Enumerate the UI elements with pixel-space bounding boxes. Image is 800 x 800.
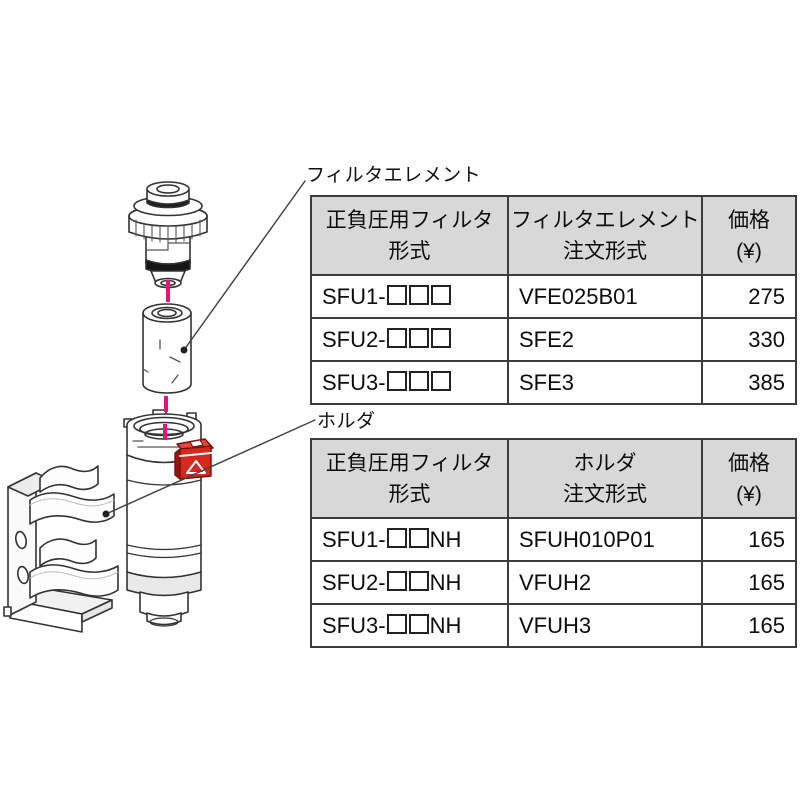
col-header-price: 価格 (¥) — [701, 438, 797, 519]
order-code-cell: SFUH010P01 — [507, 517, 703, 562]
model-placeholder-box — [430, 370, 451, 391]
model-cell: SFU1-NH — [310, 517, 509, 562]
mounting-clip-drawing — [3, 465, 119, 633]
order-code-cell: VFUH2 — [507, 560, 703, 605]
table-header-row: 正負圧用フィルタ 形式 ホルダ 注文形式 価格 (¥) — [310, 438, 797, 519]
price-cell: 165 — [701, 517, 797, 562]
col-header-filter-model: 正負圧用フィルタ 形式 — [310, 195, 509, 276]
table-row: SFU2-NH VFUH2 165 — [310, 560, 797, 605]
table-row: SFU1-NH SFUH010P01 165 — [310, 517, 797, 562]
model-placeholder-box — [408, 370, 429, 391]
col-header-order-code: フィルタエレメント 注文形式 — [507, 195, 703, 276]
model-placeholder-box — [386, 570, 407, 591]
price-cell: 165 — [701, 603, 797, 648]
model-placeholder-box — [408, 284, 429, 305]
filter-element-drawing — [142, 303, 192, 394]
model-placeholder-box — [386, 613, 407, 634]
model-placeholder-box — [386, 327, 407, 348]
filter-element-leader-line — [180, 180, 306, 354]
model-cell: SFU2- — [310, 317, 509, 362]
price-cell: 275 — [701, 274, 797, 319]
table-row: SFU3-NH VFUH3 165 — [310, 603, 797, 648]
col-header-order-code: ホルダ 注文形式 — [507, 438, 703, 519]
model-cell: SFU3- — [310, 360, 509, 405]
filter-element-price-table: 正負圧用フィルタ 形式 フィルタエレメント 注文形式 価格 (¥) SFU1- … — [310, 195, 797, 405]
model-cell: SFU3-NH — [310, 603, 509, 648]
model-placeholder-box — [408, 527, 429, 548]
model-placeholder-box — [386, 284, 407, 305]
price-cell: 385 — [701, 360, 797, 405]
order-code-cell: SFE2 — [507, 317, 703, 362]
col-header-price: 価格 (¥) — [701, 195, 797, 276]
assembly-centerline — [163, 280, 170, 440]
model-cell: SFU1- — [310, 274, 509, 319]
model-placeholder-box — [430, 284, 451, 305]
order-code-cell: VFUH3 — [507, 603, 703, 648]
order-code-cell: VFE025B01 — [507, 274, 703, 319]
table-row: SFU1- VFE025B01 275 — [310, 274, 797, 319]
holder-body-drawing — [123, 409, 214, 627]
filter-element-callout-label: フィルタエレメント — [306, 165, 482, 186]
holder-callout-label: ホルダ — [317, 411, 376, 432]
model-placeholder-box — [386, 527, 407, 548]
model-placeholder-box — [430, 327, 451, 348]
model-placeholder-box — [408, 570, 429, 591]
holder-price-table: 正負圧用フィルタ 形式 ホルダ 注文形式 価格 (¥) SFU1-NH SFUH… — [310, 438, 797, 648]
model-placeholder-box — [408, 327, 429, 348]
holder-leader-line — [102, 419, 316, 518]
table-row: SFU3- SFE3 385 — [310, 360, 797, 405]
price-cell: 330 — [701, 317, 797, 362]
table-header-row: 正負圧用フィルタ 形式 フィルタエレメント 注文形式 価格 (¥) — [310, 195, 797, 276]
order-code-cell: SFE3 — [507, 360, 703, 405]
price-cell: 165 — [701, 560, 797, 605]
model-placeholder-box — [408, 613, 429, 634]
fitting-cap-drawing — [128, 181, 208, 289]
table-row: SFU2- SFE2 330 — [310, 317, 797, 362]
model-cell: SFU2-NH — [310, 560, 509, 605]
col-header-filter-model: 正負圧用フィルタ 形式 — [310, 438, 509, 519]
red-release-clip — [174, 438, 214, 480]
model-placeholder-box — [386, 370, 407, 391]
